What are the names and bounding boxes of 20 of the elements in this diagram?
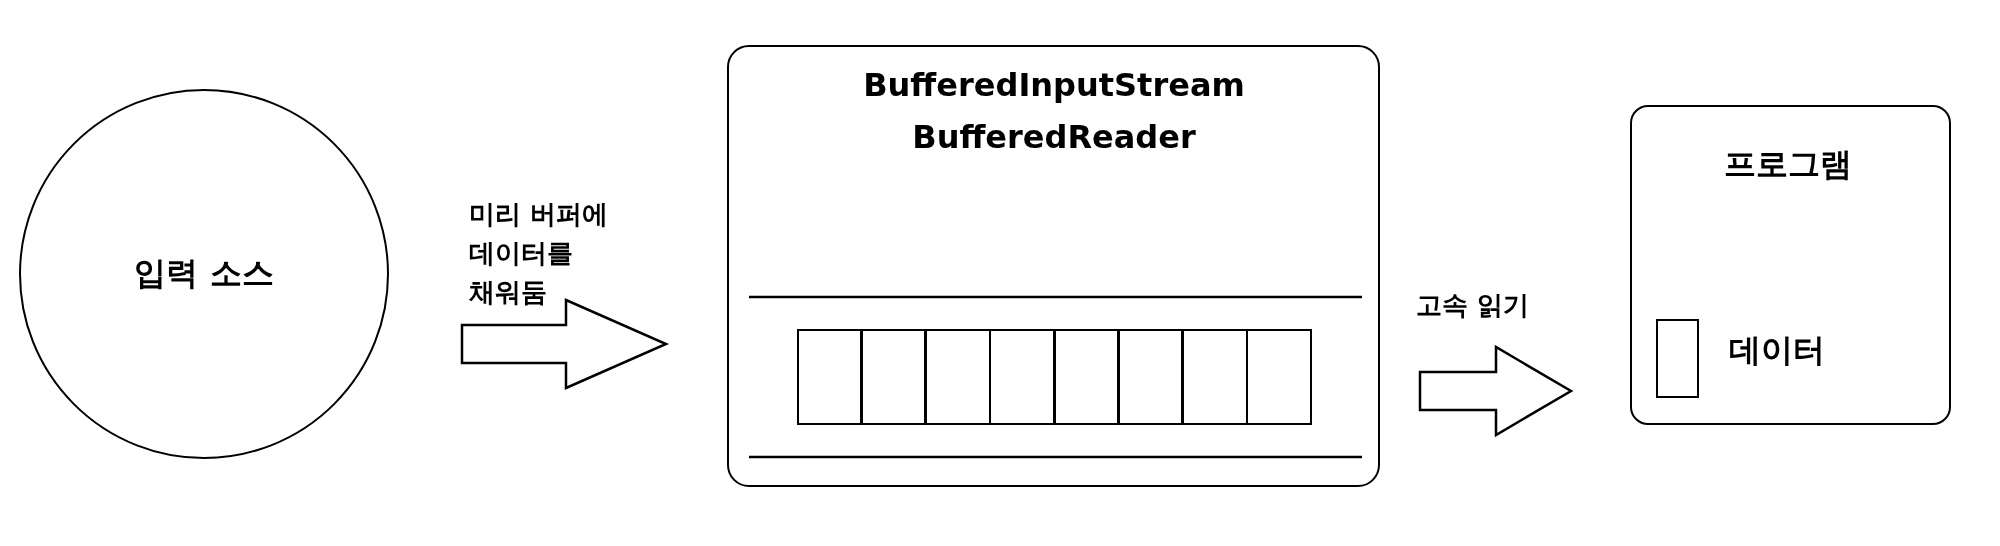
program-box <box>1630 105 1951 425</box>
class-name: BufferedInputStream <box>863 66 1245 104</box>
data-box <box>1655 318 1699 398</box>
buffer-cell <box>1246 328 1312 425</box>
buffer-cell <box>796 328 862 425</box>
buffer-cell <box>1182 328 1248 425</box>
node-label: 프로그램 <box>1724 144 1852 185</box>
node-caption: 데이터 <box>1729 330 1825 371</box>
class-name: BufferedReader <box>912 118 1196 156</box>
edge-label: 고속 읽기 <box>1416 289 1531 322</box>
buffer-cell <box>1117 328 1184 425</box>
buffer-cell <box>925 328 991 425</box>
node-label: 입력 소스 <box>134 253 274 294</box>
edge-label: 미리 버퍼에 데이터를 채워둠 <box>469 198 610 309</box>
buffer-cell <box>1053 328 1119 425</box>
buffer-cell <box>860 328 927 425</box>
block-arrow <box>1418 344 1574 438</box>
buffer-stream-box <box>727 45 1380 487</box>
buffer-cell <box>989 328 1055 425</box>
block-arrow <box>460 298 670 390</box>
